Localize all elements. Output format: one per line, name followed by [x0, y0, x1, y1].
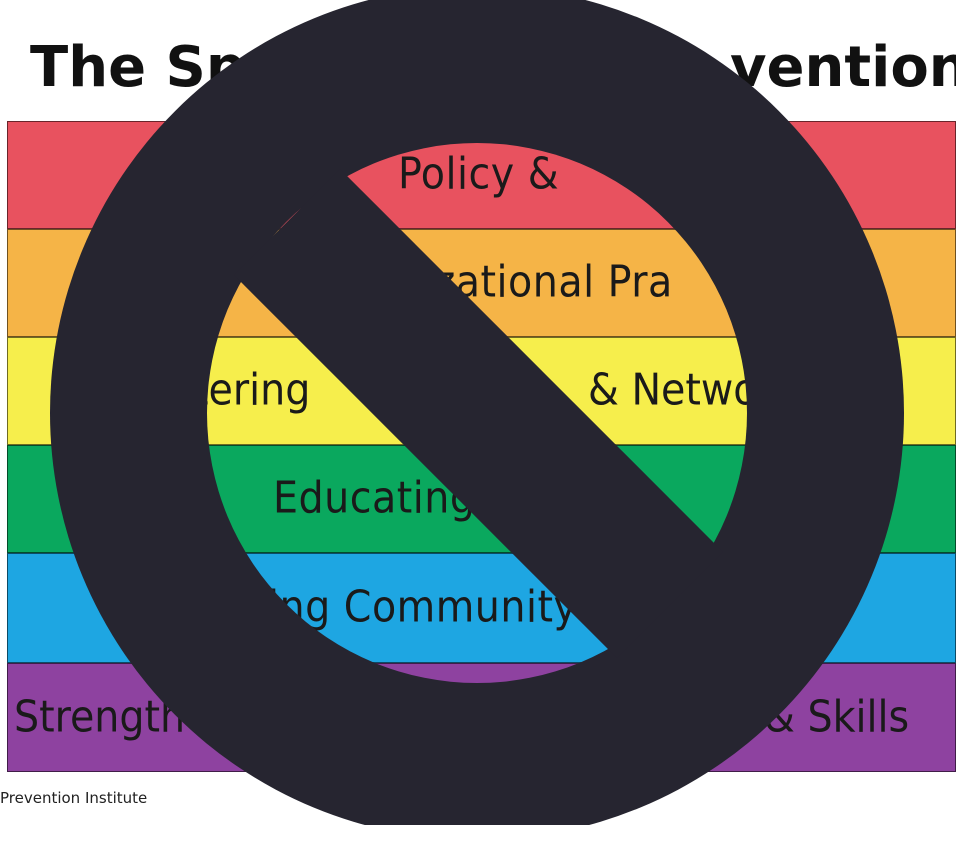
spectrum-band-networks: tering & Netwo — [7, 337, 956, 445]
spectrum-band-policy: Policy & — [7, 121, 956, 229]
band-label-part: Strengthe — [14, 690, 210, 742]
band-label-part: & Skills — [764, 690, 910, 742]
spectrum-band-skills: Strengthe & Skills — [7, 663, 956, 772]
band-label-part: & Netwo — [588, 364, 758, 416]
band-label: Educating — [273, 472, 476, 524]
spectrum-band-organizational-practices: izational Pra — [7, 229, 956, 337]
title-left-fragment: The Sp — [30, 35, 246, 100]
band-label: Policy & — [398, 148, 560, 200]
band-label: izational Pra — [423, 256, 673, 308]
title-right-fragment: vention — [730, 35, 956, 100]
band-label: ing Community — [268, 581, 578, 633]
spectrum-diagram: Policy & izational Pra tering & Netwo Ed… — [7, 121, 956, 772]
image-credit: Prevention Institute — [0, 789, 148, 807]
spectrum-band-community: ing Community — [7, 553, 956, 663]
band-label-part: tering — [193, 364, 311, 416]
spectrum-band-educating: Educating — [7, 445, 956, 553]
